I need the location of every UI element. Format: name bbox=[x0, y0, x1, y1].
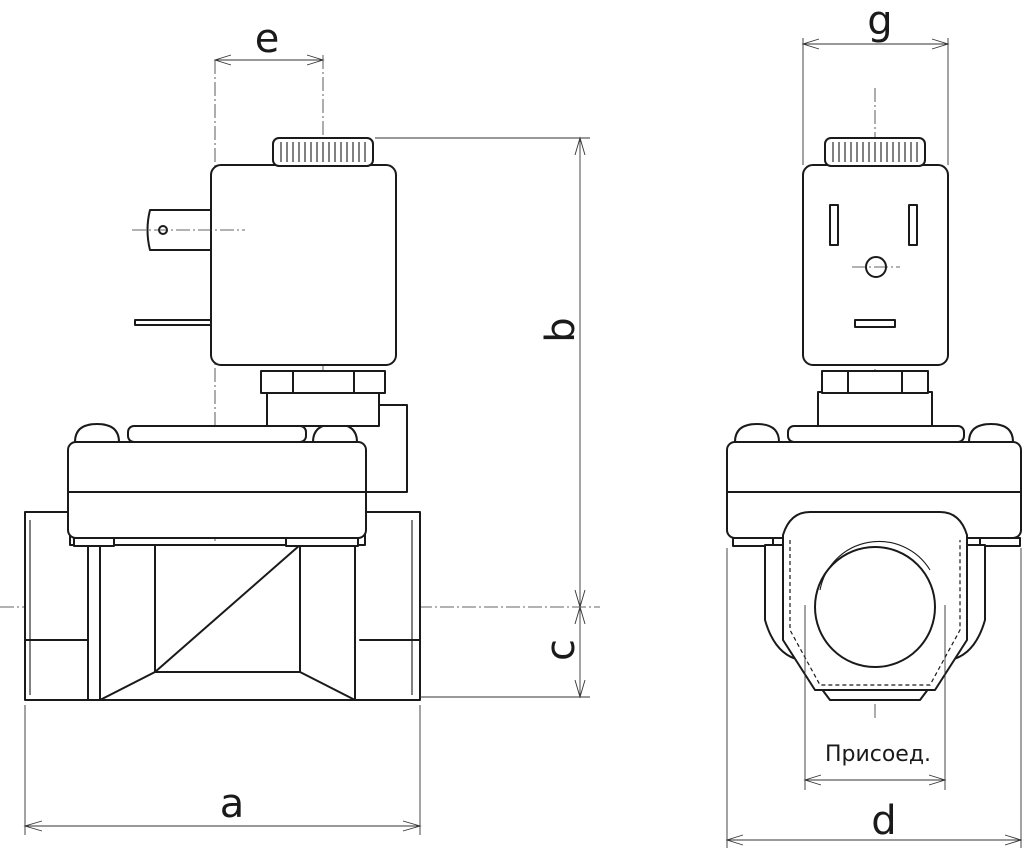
label-d: d bbox=[871, 798, 896, 844]
label-connection: Присоед. bbox=[825, 742, 931, 767]
label-b: b bbox=[538, 317, 584, 342]
side-view bbox=[0, 54, 600, 835]
front-view bbox=[725, 38, 1023, 848]
label-g: g bbox=[867, 0, 892, 44]
label-e: e bbox=[255, 16, 280, 62]
label-a: a bbox=[220, 781, 245, 827]
label-c: c bbox=[538, 639, 584, 661]
